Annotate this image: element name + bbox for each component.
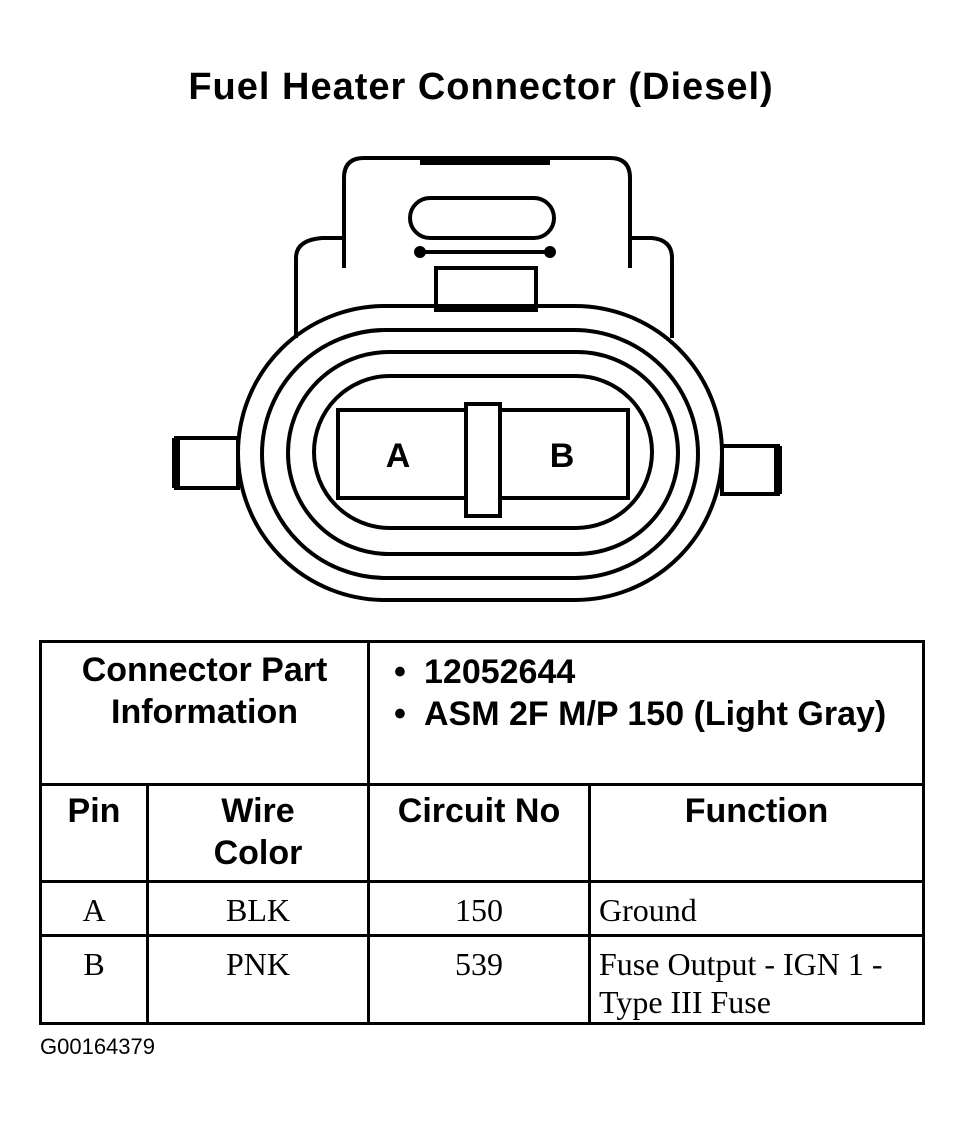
connector-info-table: Connector Part Information 12052644 ASM … xyxy=(39,640,925,1025)
row-a-function: Ground xyxy=(588,880,925,937)
part-info-list: 12052644 ASM 2F M/P 150 (Light Gray) xyxy=(370,643,922,739)
row-b-circuit: 539 xyxy=(367,934,591,1025)
column-header-row: Pin Wire Color Circuit No Function xyxy=(39,783,925,883)
pin-divider xyxy=(464,402,502,518)
connector-ring-3 xyxy=(286,350,680,556)
part-info-row: Connector Part Information 12052644 ASM … xyxy=(39,640,925,786)
header-function: Function xyxy=(588,783,925,883)
connector-ring-4 xyxy=(312,374,654,530)
part-info-label-line1: Connector Part xyxy=(81,651,328,689)
row-a-wire-color: BLK xyxy=(146,880,370,937)
part-info-value-cell: 12052644 ASM 2F M/P 150 (Light Gray) xyxy=(367,640,925,786)
row-a-circuit: 150 xyxy=(367,880,591,937)
left-latch xyxy=(174,436,240,490)
row-b-wire-color: PNK xyxy=(146,934,370,1025)
locking-tab xyxy=(342,156,632,268)
part-info-label-line2: Information xyxy=(111,693,298,731)
connector-outer-ring xyxy=(236,304,724,602)
row-b-function: Fuse Output - IGN 1 - Type III Fuse xyxy=(588,934,925,1025)
row-a-pin: A xyxy=(39,880,149,937)
header-pin: Pin xyxy=(39,783,149,883)
right-latch xyxy=(720,444,780,496)
tab-stem xyxy=(434,266,538,312)
pin-label-b: B xyxy=(550,437,575,475)
header-wire-color: Wire Color xyxy=(146,783,370,883)
header-circuit-no: Circuit No xyxy=(367,783,591,883)
housing-shoulders xyxy=(294,236,674,338)
figure-id: G00164379 xyxy=(40,1034,155,1059)
part-info-label-cell: Connector Part Information xyxy=(39,640,370,786)
table-row: A BLK 150 Ground xyxy=(39,880,925,937)
page-title: Fuel Heater Connector (Diesel) xyxy=(188,66,774,108)
part-description: ASM 2F M/P 150 (Light Gray) xyxy=(394,693,914,735)
table-row: B PNK 539 Fuse Output - IGN 1 - Type III… xyxy=(39,934,925,1025)
connector-ring-2 xyxy=(260,328,700,580)
pin-label-a: A xyxy=(386,437,411,475)
tab-slot xyxy=(408,196,556,240)
part-number: 12052644 xyxy=(394,651,914,693)
row-b-pin: B xyxy=(39,934,149,1025)
connector-drawing: A B xyxy=(172,156,782,602)
